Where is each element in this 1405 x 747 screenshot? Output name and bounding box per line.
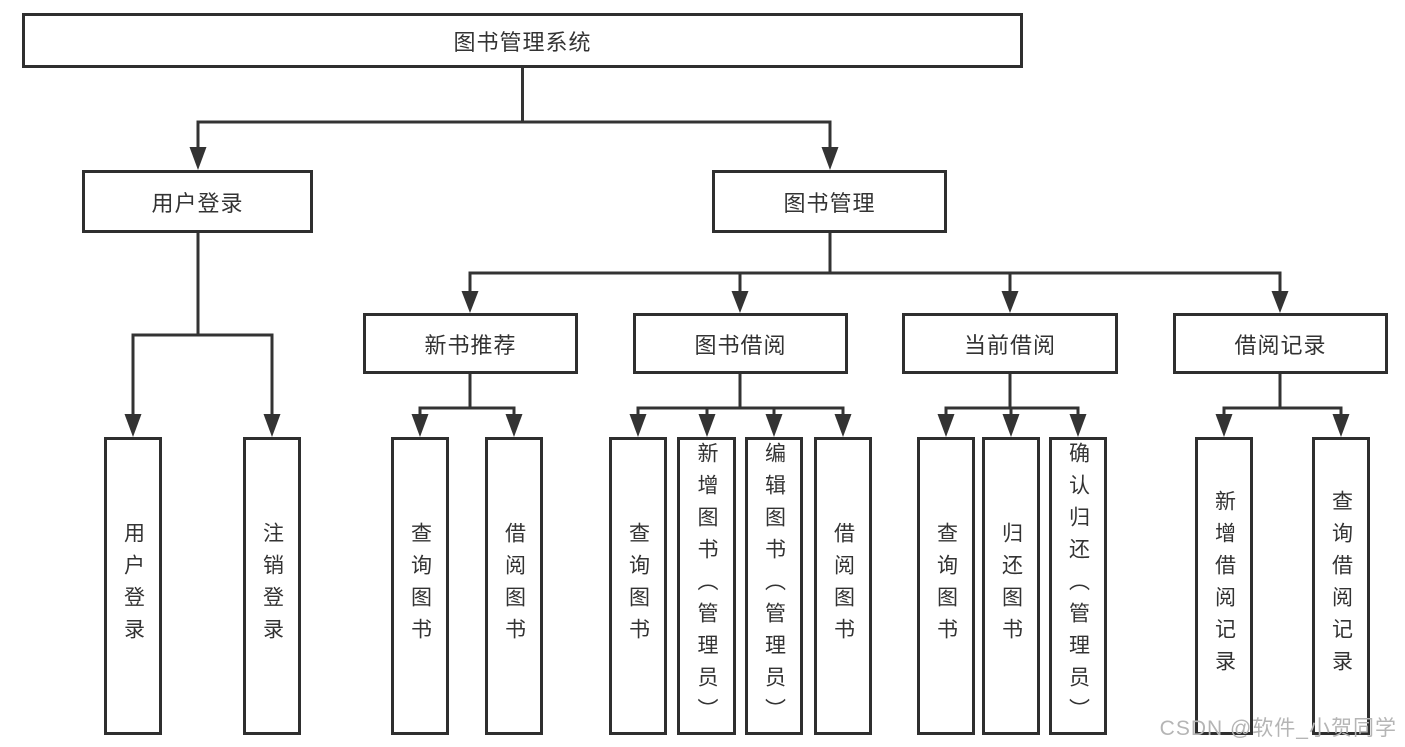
leaf-user-login: 用户登录	[104, 437, 162, 735]
node-borrowing-records: 借阅记录	[1173, 313, 1388, 374]
node-current-borrowing-label: 当前借阅	[963, 332, 1056, 358]
leaf-query-books-borrowing: 查询图书	[609, 437, 667, 735]
arrowhead	[411, 414, 429, 437]
leaf-logout-login: 注销登录	[243, 437, 301, 735]
leaf-borrow-books-borrowing: 借阅图书	[814, 437, 872, 735]
node-user-login: 用户登录	[82, 170, 313, 233]
leaf-return-books: 归还图书	[982, 437, 1040, 735]
arrowhead	[698, 414, 716, 437]
arrowhead	[834, 414, 852, 437]
csdn-watermark: CSDN @软件_小贺同学	[1159, 717, 1397, 740]
node-current-borrowing: 当前借阅	[902, 313, 1118, 374]
leaf-borrow-books-recommend: 借阅图书	[485, 437, 543, 735]
node-book-borrowing-label: 图书借阅	[694, 332, 787, 358]
arrowhead	[765, 414, 783, 437]
leaf-confirm-return-admin: 确认归还（管理员）	[1049, 437, 1107, 735]
arrowhead	[461, 291, 479, 313]
node-root-label: 图书管理系统	[453, 29, 592, 55]
leaf-query-books-recommend: 查询图书	[391, 437, 449, 735]
node-book-management: 图书管理	[712, 170, 947, 233]
node-root: 图书管理系统	[22, 13, 1023, 68]
arrowhead	[821, 147, 839, 170]
leaf-query-books-current: 查询图书	[917, 437, 975, 735]
leaf-add-books-admin: 新增图书（管理员）	[677, 437, 736, 735]
arrowhead	[629, 414, 647, 437]
arrowhead	[263, 414, 281, 437]
arrowhead	[1215, 414, 1233, 437]
leaf-edit-books-admin: 编辑图书（管理员）	[745, 437, 803, 735]
node-borrowing-records-label: 借阅记录	[1234, 332, 1327, 358]
arrowhead	[937, 414, 955, 437]
leaf-add-borrow-record: 新增借阅记录	[1195, 437, 1253, 735]
arrowhead	[189, 147, 207, 170]
arrowhead	[1002, 414, 1020, 437]
node-book-borrowing: 图书借阅	[633, 313, 848, 374]
arrowhead	[505, 414, 523, 437]
arrowhead	[1069, 414, 1087, 437]
arrowhead	[1271, 291, 1289, 313]
arrowhead	[124, 414, 142, 437]
arrowhead	[731, 291, 749, 313]
node-user-login-label: 用户登录	[151, 190, 244, 216]
arrowhead	[1332, 414, 1350, 437]
leaf-query-borrow-record: 查询借阅记录	[1312, 437, 1370, 735]
node-new-book-recommendation: 新书推荐	[363, 313, 578, 374]
node-new-book-recommendation-label: 新书推荐	[424, 332, 517, 358]
arrowhead	[1001, 291, 1019, 313]
node-book-management-label: 图书管理	[783, 190, 876, 216]
